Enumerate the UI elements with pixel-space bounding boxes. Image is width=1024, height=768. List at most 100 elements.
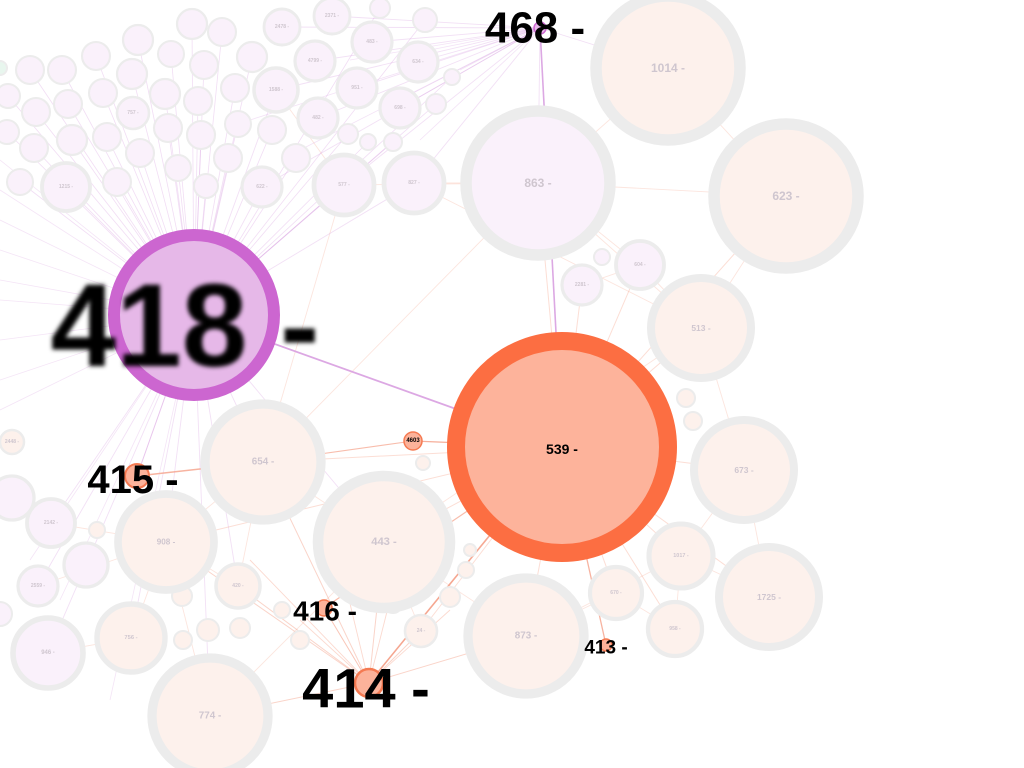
graph-node bbox=[280, 142, 312, 174]
edge-line bbox=[368, 609, 451, 684]
graph-node-577[interactable] bbox=[311, 152, 377, 218]
graph-node-443[interactable] bbox=[312, 470, 456, 614]
node-label-1588: 1588 - bbox=[269, 87, 284, 93]
graph-node bbox=[91, 121, 123, 153]
graph-node-673[interactable] bbox=[690, 416, 798, 524]
node-label-482: 482 - bbox=[312, 115, 324, 121]
edge-line bbox=[299, 619, 370, 684]
graph-node-418[interactable] bbox=[108, 229, 280, 401]
graph-node bbox=[383, 132, 403, 152]
graph-node bbox=[175, 7, 209, 41]
graph-node bbox=[148, 77, 182, 111]
graph-node bbox=[188, 49, 220, 81]
graph-node-4799[interactable] bbox=[293, 39, 337, 83]
graph-node-1725[interactable] bbox=[715, 543, 823, 651]
node-label-513: 513 - bbox=[691, 323, 711, 333]
graph-node bbox=[593, 248, 611, 266]
graph-node-863[interactable] bbox=[460, 105, 616, 261]
graph-node bbox=[182, 85, 214, 117]
node-label-1014: 1014 - bbox=[651, 61, 685, 75]
node-label-670: 670 - bbox=[610, 590, 622, 596]
graph-node bbox=[676, 388, 696, 408]
graph-node-774[interactable] bbox=[147, 653, 273, 768]
graph-node bbox=[683, 411, 703, 431]
node-label-958: 958 - bbox=[669, 626, 681, 632]
graph-node bbox=[0, 83, 21, 109]
graph-node-670[interactable] bbox=[587, 564, 645, 622]
graph-node-4603[interactable] bbox=[403, 431, 423, 451]
node-label-577: 577 - bbox=[338, 182, 350, 188]
graph-node-604[interactable] bbox=[614, 239, 666, 291]
graph-node bbox=[101, 166, 133, 198]
edge-line bbox=[356, 27, 541, 89]
graph-node-468[interactable] bbox=[533, 21, 547, 35]
graph-node-908[interactable] bbox=[114, 490, 218, 594]
node-label-2478: 2478 - bbox=[275, 24, 290, 30]
graph-node-958[interactable] bbox=[645, 599, 705, 659]
graph-node bbox=[229, 617, 251, 639]
graph-node bbox=[463, 543, 477, 557]
graph-node-2142[interactable] bbox=[25, 497, 77, 549]
graph-node-413[interactable] bbox=[599, 638, 613, 652]
node-label-1725: 1725 - bbox=[757, 592, 781, 602]
graph-node-539[interactable] bbox=[447, 332, 677, 562]
graph-node-756[interactable] bbox=[94, 601, 168, 675]
node-label-443: 443 - bbox=[371, 536, 397, 548]
graph-node-951[interactable] bbox=[335, 66, 379, 110]
graph-node-24[interactable] bbox=[403, 613, 439, 649]
node-label-4603: 4603 bbox=[406, 438, 420, 444]
graph-node-1014[interactable] bbox=[590, 0, 746, 146]
graph-node-2281[interactable] bbox=[560, 263, 604, 307]
graph-node-416[interactable] bbox=[315, 599, 333, 617]
graph-node-622[interactable] bbox=[240, 165, 284, 209]
graph-node-654[interactable] bbox=[200, 399, 326, 525]
graph-node-414[interactable] bbox=[353, 667, 385, 699]
node-label-757: 757 - bbox=[127, 110, 139, 116]
node-label-774: 774 - bbox=[199, 711, 221, 722]
graph-node bbox=[20, 96, 52, 128]
graph-node-2559[interactable] bbox=[16, 564, 60, 608]
node-label-2371: 2371 - bbox=[325, 13, 340, 19]
graph-node bbox=[52, 88, 84, 120]
node-label-24: 24 - bbox=[417, 628, 426, 634]
graph-node-1588[interactable] bbox=[252, 66, 300, 114]
graph-node-757[interactable] bbox=[115, 95, 151, 131]
graph-node-1215[interactable] bbox=[40, 161, 92, 213]
node-label-756: 756 - bbox=[124, 635, 137, 641]
graph-node bbox=[256, 114, 288, 146]
graph-node bbox=[412, 7, 438, 33]
graph-node-698[interactable] bbox=[378, 86, 422, 130]
graph-node-623[interactable] bbox=[708, 118, 864, 274]
edge-line bbox=[249, 27, 541, 121]
node-label-827: 827 - bbox=[408, 180, 420, 186]
graph-node-873[interactable] bbox=[463, 573, 589, 699]
graph-node-634[interactable] bbox=[396, 40, 440, 84]
graph-node-513[interactable] bbox=[647, 274, 755, 382]
graph-node-420[interactable] bbox=[214, 562, 262, 610]
graph-node bbox=[157, 40, 185, 68]
node-label-634: 634 - bbox=[412, 59, 424, 65]
graph-node-482[interactable] bbox=[296, 96, 340, 140]
graph-node bbox=[206, 16, 238, 48]
graph-node bbox=[443, 68, 461, 86]
graph-node-2478[interactable] bbox=[262, 7, 302, 47]
graph-node-415[interactable] bbox=[124, 463, 150, 489]
graph-node-1017[interactable] bbox=[646, 521, 716, 591]
graph-node bbox=[18, 132, 50, 164]
graph-node-827[interactable] bbox=[381, 150, 447, 216]
graph-node-483[interactable] bbox=[350, 20, 394, 64]
graph-node bbox=[121, 23, 155, 57]
node-label-468: 468 - bbox=[485, 4, 585, 53]
node-label-483: 483 - bbox=[366, 39, 378, 45]
node-label-416: 416 - bbox=[293, 596, 357, 627]
graph-node bbox=[46, 54, 78, 86]
node-label-2281: 2281 - bbox=[575, 282, 590, 288]
node-label-1017: 1017 - bbox=[673, 553, 689, 559]
graph-node-946[interactable] bbox=[10, 615, 86, 691]
graph-node bbox=[87, 77, 119, 109]
graph-node-2371[interactable] bbox=[312, 0, 352, 36]
node-label-873: 873 - bbox=[515, 631, 537, 642]
graph-node-2448[interactable] bbox=[0, 428, 26, 456]
graph-node bbox=[185, 119, 217, 151]
